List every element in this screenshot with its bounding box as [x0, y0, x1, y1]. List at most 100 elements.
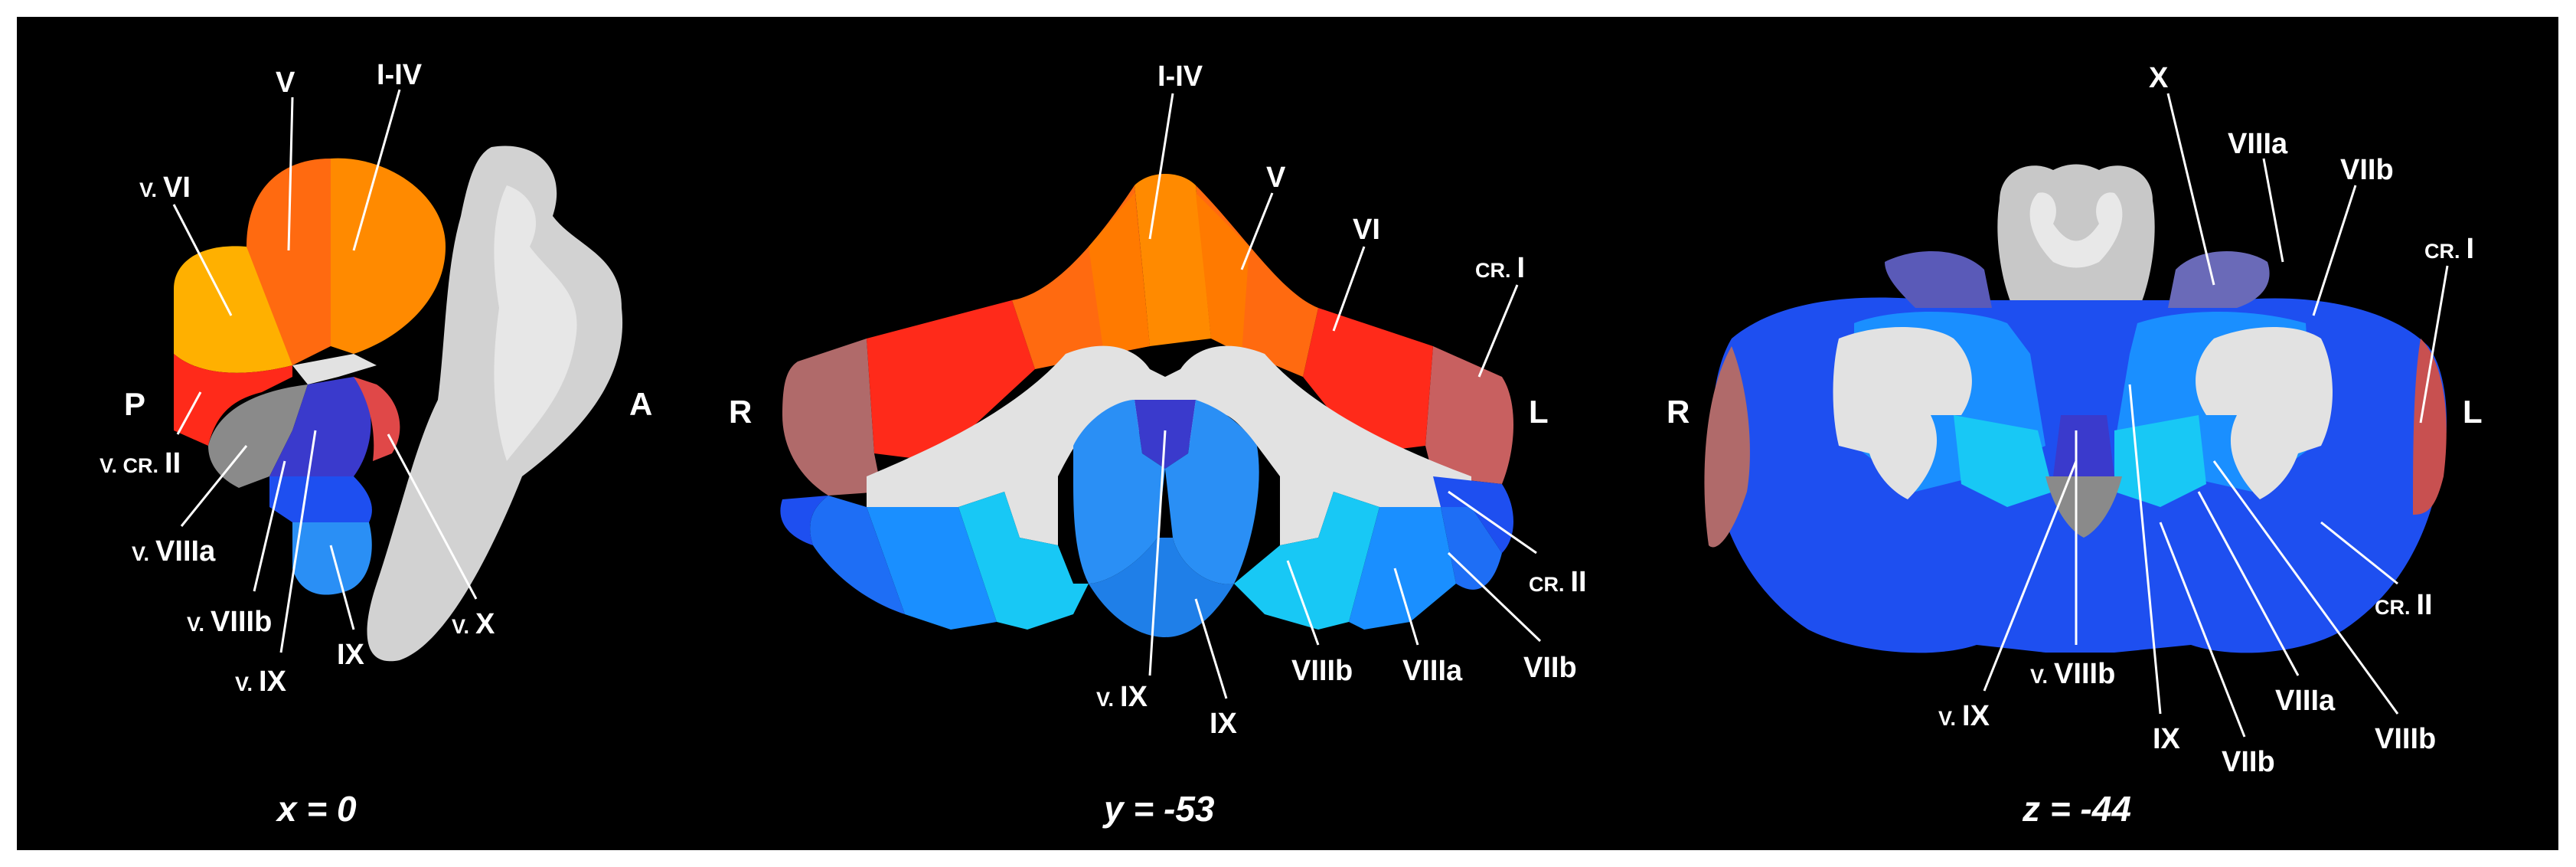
label-prefix: V. [235, 672, 253, 695]
svg-text:V.X: V. X [452, 608, 495, 640]
lobule-ix-bottom-region [1089, 538, 1234, 637]
label-vermis-viiib: VIIIb [2054, 658, 2115, 690]
direction-right: R [729, 394, 752, 430]
direction-left: L [2463, 394, 2483, 430]
label-lobule-i-iv: I-IV [1157, 61, 1203, 93]
label-prefix: V. [132, 542, 149, 565]
svg-text:V.VIIIa: V. VIIIa [132, 535, 216, 568]
label-lobule-viib: VIIb [2222, 746, 2275, 778]
label-prefix: CR. [2424, 240, 2460, 263]
label-vermis-viiia: VIIIa [155, 535, 216, 568]
lobule-viib-right-region [810, 496, 905, 614]
label-prefix: V. [187, 613, 204, 636]
svg-text:V.IX: V. IX [235, 666, 287, 698]
label-lobule-ix: IX [1210, 708, 1238, 740]
svg-text:V.IX: V. IX [1938, 700, 1990, 732]
lobule-v-region [246, 159, 331, 365]
vermis-viiia-region [269, 377, 371, 476]
vermis-viiib-region [269, 476, 372, 522]
panel-coronal: I-IV V VI CR.I CR.II VIIb VIIIa VIIIb IX… [729, 61, 1587, 829]
label-lobule-viiib: VIIIb [1291, 655, 1353, 687]
label-prefix: CR. [1529, 573, 1565, 596]
svg-text:V.VIIIb: V. VIIIb [2030, 658, 2115, 690]
label-vermis-vi: VI [163, 172, 191, 204]
label-vermis-x: X [475, 608, 495, 640]
label-crus-i: I [1517, 252, 1526, 284]
label-prefix: V. [2030, 665, 2048, 688]
label-prefix: CR. [1475, 259, 1511, 282]
svg-text:CR.II: CR. II [2375, 589, 2433, 621]
svg-text:V.IX: V. IX [1096, 681, 1148, 713]
label-vermis-ix: IX [259, 666, 287, 698]
white-matter-region [292, 354, 377, 384]
label-prefix: V. [1096, 688, 1114, 711]
lobule-viiia-right-region [867, 507, 997, 630]
vermis-x-region [354, 377, 400, 461]
direction-right: R [1667, 394, 1690, 430]
label-lobule-viiib: VIIIb [2375, 723, 2436, 755]
label-vermis-ix: IX [1120, 681, 1148, 713]
svg-text:CR.II: CR. II [1529, 566, 1587, 598]
label-lobule-viib: VIIb [2340, 154, 2394, 186]
lobule-viiib-left-region [1234, 492, 1379, 630]
label-crus-i: I [2467, 233, 2475, 265]
panel-axial: X VIIIa VIIb CR. I CR. II VIIIb VIIIa VIIb… [1667, 62, 2483, 829]
lobule-i-iv-inner-region [1089, 193, 1150, 354]
lobule-i-iv-inner-left-region [1196, 193, 1249, 354]
lobule-viiib-right-region [958, 492, 1089, 630]
label-lobule-viib: VIIb [1523, 652, 1577, 684]
label-prefix: V. [452, 615, 469, 638]
svg-text:CR.I: CR. I [1475, 252, 1525, 284]
svg-text:V. CR.II: V. CR. II [100, 447, 181, 479]
svg-text:V.VI: V. VI [139, 172, 191, 204]
lobule-vi-right-region [867, 300, 1035, 461]
coordinate-y: y = -53 [1102, 789, 1215, 829]
label-vermis-ix: IX [1962, 700, 1990, 732]
label-lobule-i-iv: I-IV [377, 59, 423, 91]
lobule-x-right-region [1885, 251, 1992, 308]
label-lobule-vi: VI [1353, 214, 1380, 246]
label-lobule-v: V [276, 67, 295, 99]
label-vermis-viiib: VIIIb [211, 606, 272, 638]
label-prefix: CR. [2375, 596, 2411, 619]
label-vermis-cr-ii: II [165, 447, 181, 479]
direction-posterior: P [124, 386, 145, 422]
lobule-ix-right-region [1073, 400, 1165, 584]
lobule-x-left-region [2168, 251, 2270, 308]
label-prefix: V. [1938, 707, 1956, 730]
white-matter-axial-left-region [2196, 327, 2333, 499]
coordinate-x: x = 0 [275, 789, 357, 829]
crus-i-left-region [1425, 346, 1513, 484]
label-lobule-x: X [2149, 62, 2169, 94]
label-prefix: V. [139, 178, 157, 201]
label-prefix: V. CR. [100, 454, 158, 477]
white-matter-axial-right-region [1833, 327, 1972, 499]
vermis-vi-region [174, 246, 292, 373]
lobule-viiib-left-axial-region [2114, 415, 2206, 507]
panel-sagittal: V I-IV V. VI V. CR. II V. VIIIa V. VIIIb V. I… [100, 59, 652, 829]
lobule-viib-left-region [1441, 507, 1502, 590]
cerebellum-atlas-figure: V I-IV V.VI V. CR.II V.VIIIa V.VIIIb V.I… [17, 17, 2558, 850]
svg-text:CR.I: CR. I [2424, 233, 2474, 265]
label-lobule-ix: IX [337, 639, 365, 671]
lobule-ix-region [292, 522, 372, 595]
crus-i-right-axial-region [1704, 346, 1750, 548]
crus-i-right-region [782, 339, 882, 496]
label-crus-ii: II [1571, 566, 1587, 598]
label-lobule-viiia: VIIIa [2228, 128, 2288, 160]
lobule-viiia-left-region [1349, 507, 1456, 630]
atlas-canvas: V I-IV V.VI V. CR.II V.VIIIa V.VIIIb V.I… [100, 59, 2483, 829]
lobule-ix-left-region [1165, 400, 1259, 584]
lobule-viiib-axial-region [1954, 415, 2053, 507]
coordinate-z: z = -44 [2022, 789, 2131, 829]
svg-text:V.VIIIb: V. VIIIb [187, 606, 272, 638]
lobule-vi-region [174, 354, 292, 446]
lobule-i-iv-region [331, 158, 446, 354]
label-lobule-viiia: VIIIa [2275, 685, 2336, 717]
label-crus-ii: II [2417, 589, 2433, 621]
crus-i-left-axial-region [2413, 339, 2447, 515]
direction-left: L [1529, 394, 1549, 430]
label-lobule-viiia: VIIIa [1402, 655, 1463, 687]
brainstem-region [367, 146, 623, 662]
vermis-ix-axial-region [2053, 415, 2114, 476]
